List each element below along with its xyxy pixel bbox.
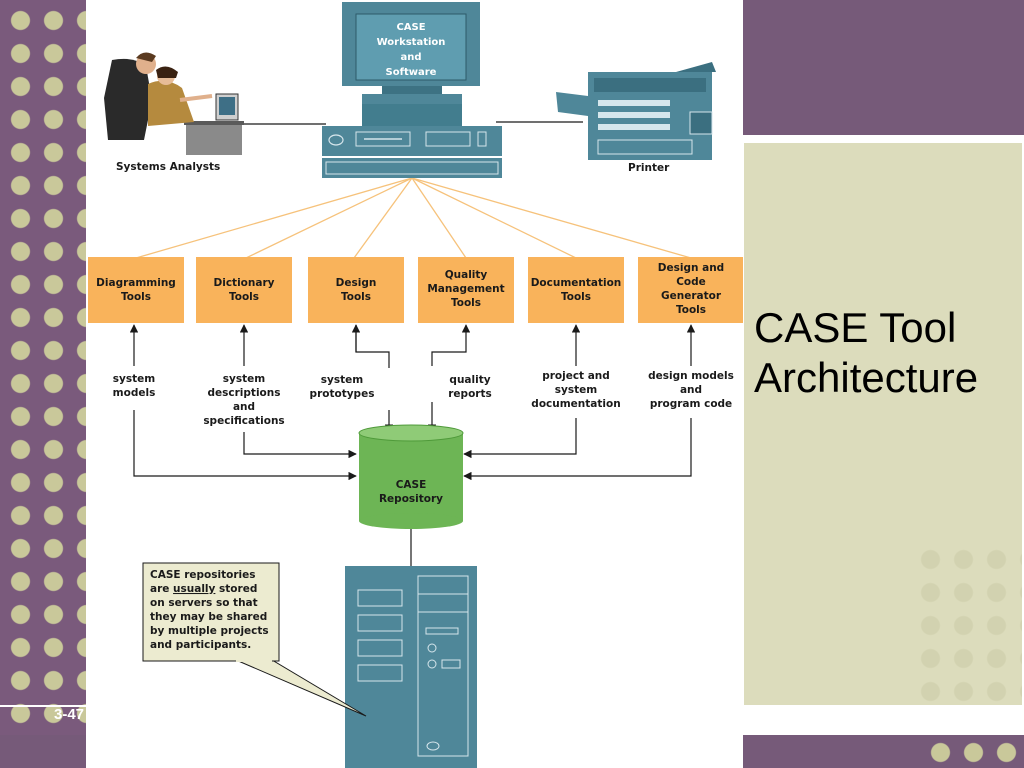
case-repository-cylinder [358, 424, 464, 529]
panel-dot-pattern [914, 543, 1022, 703]
callout-emphasis: usually [173, 583, 215, 595]
flow-label-descriptions-2: descriptions [208, 387, 281, 399]
left-dot-pattern-band [0, 0, 86, 735]
tool-label-diagramming-1: Diagramming [96, 277, 176, 289]
callout-line-4: they may be shared [150, 611, 267, 623]
server-tower [345, 566, 477, 768]
tool-label-design-2: Tools [341, 291, 371, 303]
slide-number: 3-47 [54, 706, 85, 723]
repository-label-2: Repository [379, 493, 443, 505]
flow-label-program-code-2: and [680, 384, 702, 396]
tool-box-quality-management [418, 257, 514, 323]
workstation-label-line-1: CASE [396, 22, 425, 33]
title-panel: CASE Tool Architecture [743, 143, 1022, 705]
tool-label-codegen-2: Code [676, 276, 706, 288]
flow-arrows [129, 324, 696, 481]
flow-label-prototypes-1: system [321, 374, 363, 386]
callout-line-3: on servers so that [150, 597, 258, 609]
flow-label-descriptions-3: and [233, 401, 255, 413]
analysts-caption: Systems Analysts [116, 161, 220, 173]
repository-label-1: CASE [396, 479, 427, 491]
diagram-svg: Systems Analysts CASE Workstation and So… [88, 2, 743, 768]
top-right-purple-band [743, 0, 1024, 135]
flow-label-system-models-2: models [113, 387, 156, 399]
tool-label-quality-1: Quality [445, 269, 488, 281]
flow-label-prototypes-2: prototypes [310, 388, 375, 400]
tool-boxes [88, 257, 743, 323]
tool-label-documentation-2: Tools [561, 291, 591, 303]
systems-analysts-illustration [104, 52, 244, 155]
tool-label-quality-2: Management [427, 283, 504, 295]
tool-label-dictionary-1: Dictionary [214, 277, 275, 289]
flow-label-documentation-3: documentation [531, 398, 620, 410]
flow-label-system-models-1: system [113, 373, 155, 385]
tool-box-diagramming [88, 257, 184, 323]
tool-box-documentation [528, 257, 624, 323]
workstation-label-line-3: and [400, 52, 421, 63]
workstation-label-line-2: Workstation [377, 37, 446, 48]
flow-label-program-code-3: program code [650, 398, 732, 410]
flow-label-descriptions-4: specifications [203, 415, 284, 427]
flow-label-documentation-2: system [555, 384, 597, 396]
tool-box-dictionary [196, 257, 292, 323]
workstation-label-line-4: Software [386, 67, 437, 78]
callout-line-2-prefix: are [150, 583, 173, 595]
tool-label-design-1: Design [336, 277, 377, 289]
tool-label-dictionary-2: Tools [229, 291, 259, 303]
flow-label-descriptions-1: system [223, 373, 265, 385]
flow-label-program-code-1: design models [648, 370, 734, 382]
fan-lines [135, 177, 692, 259]
flow-label-quality-reports-1: quality [449, 374, 490, 386]
tool-label-codegen-1: Design and [658, 262, 724, 274]
callout-line-1: CASE repositories [150, 569, 255, 581]
callout-line-2-suffix: stored [215, 583, 257, 595]
tool-box-design [308, 257, 404, 323]
flow-label-quality-reports-2: reports [448, 388, 491, 400]
printer-caption: Printer [628, 162, 670, 174]
architecture-diagram: Systems Analysts CASE Workstation and So… [86, 0, 743, 768]
case-workstation [322, 2, 502, 178]
tool-label-quality-3: Tools [451, 297, 481, 309]
callout-line-6: and participants. [150, 639, 251, 651]
tool-box-code-generator [638, 257, 743, 323]
tool-label-documentation-1: Documentation [531, 277, 622, 289]
callout-box [142, 562, 367, 717]
callout-line-2: are usually stored [150, 583, 257, 595]
flow-label-documentation-1: project and [542, 370, 610, 382]
tool-label-codegen-4: Tools [676, 304, 706, 316]
tool-label-codegen-3: Generator [661, 290, 722, 302]
slide-title: CASE Tool Architecture [754, 304, 979, 401]
bottom-dot-pattern [920, 735, 1024, 768]
printer-illustration [556, 62, 716, 160]
tool-label-diagramming-2: Tools [121, 291, 151, 303]
callout-line-5: by multiple projects [150, 625, 269, 637]
